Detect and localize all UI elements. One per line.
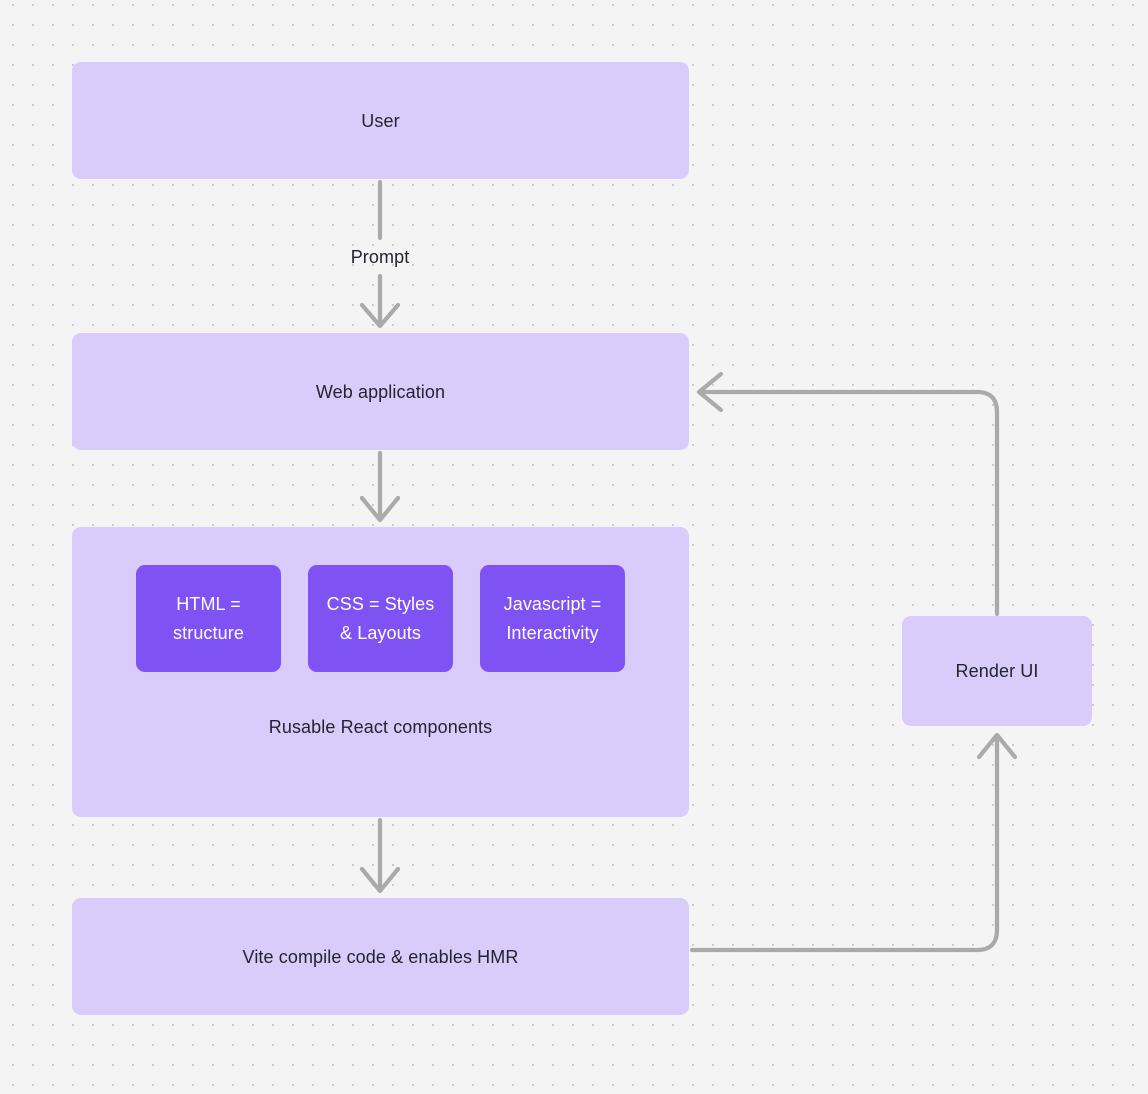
edge-react-to-vite — [359, 817, 401, 894]
edge-vite-to-render — [689, 732, 1018, 953]
edge-label-prompt: Prompt — [350, 247, 410, 267]
node-react-components[interactable]: HTML = structure CSS = Styles & Layouts Ja… — [72, 527, 689, 817]
node-vite-label: Vite compile code & enables HMR — [242, 946, 519, 967]
chip-css-label: CSS = Styles & Layouts — [321, 590, 441, 648]
chip-html-label: HTML = structure — [167, 590, 250, 648]
edge-render-to-webapp — [696, 371, 1000, 617]
chip-html-line1: HTML = — [176, 593, 241, 614]
react-chip-row: HTML = structure CSS = Styles & Layouts Ja… — [72, 565, 689, 672]
node-user-label: User — [361, 110, 400, 131]
chip-javascript-line1: Javascript = — [503, 593, 602, 614]
chip-html-line2: structure — [173, 622, 244, 643]
edge-webapp-to-react — [359, 450, 401, 523]
chip-css-line1: CSS = Styles — [326, 593, 435, 614]
chip-css[interactable]: CSS = Styles & Layouts — [308, 565, 453, 672]
node-render-ui[interactable]: Render UI — [902, 616, 1092, 726]
chip-javascript-label: Javascript = Interactivity — [498, 590, 608, 648]
node-react-components-caption: Rusable React components — [268, 717, 493, 737]
node-web-application-label: Web application — [315, 381, 446, 402]
chip-javascript-line2: Interactivity — [506, 622, 599, 643]
chip-javascript[interactable]: Javascript = Interactivity — [480, 565, 625, 672]
chip-css-line2: & Layouts — [340, 622, 421, 643]
chip-html[interactable]: HTML = structure — [136, 565, 281, 672]
node-render-ui-label: Render UI — [955, 661, 1039, 681]
node-user[interactable]: User — [72, 62, 689, 179]
node-web-application[interactable]: Web application — [72, 333, 689, 450]
node-vite[interactable]: Vite compile code & enables HMR — [72, 898, 689, 1015]
